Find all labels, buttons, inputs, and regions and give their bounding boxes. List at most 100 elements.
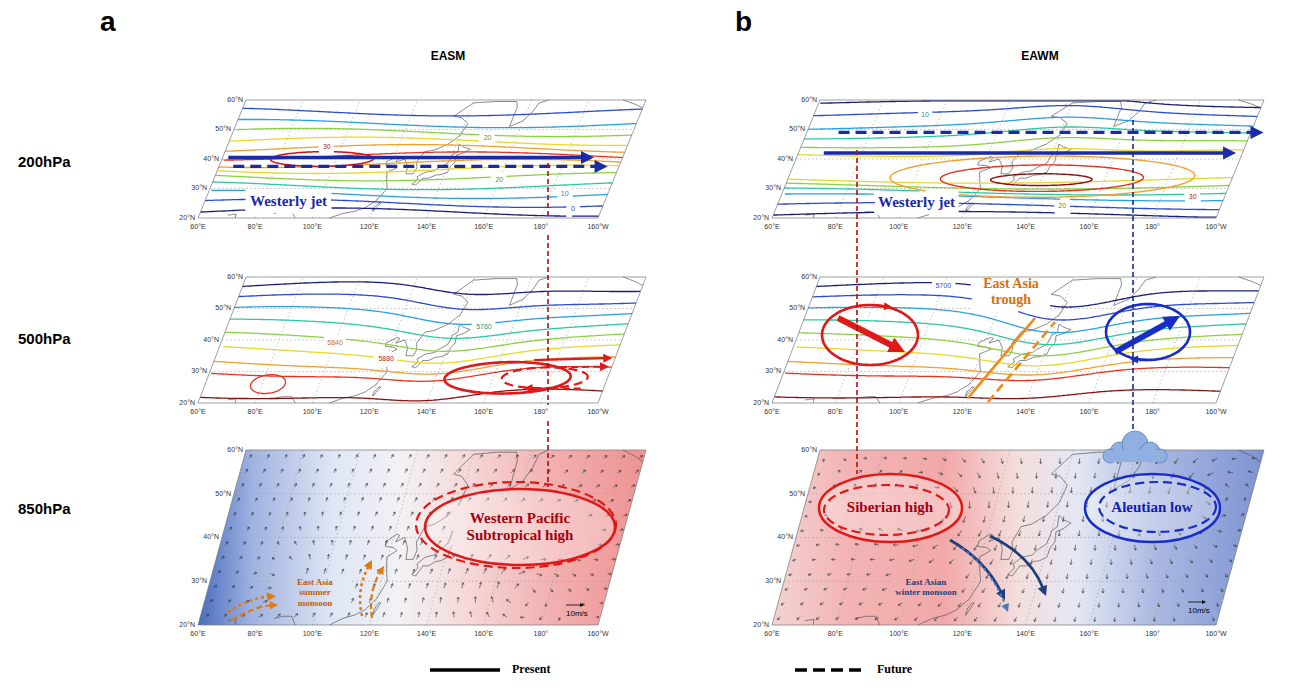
contour-line	[801, 138, 1248, 148]
lon-tick: 160°E	[474, 408, 493, 416]
arrow-head	[267, 592, 276, 601]
grid-line	[1153, 277, 1201, 403]
flow-arrow	[1137, 358, 1150, 361]
flow-arrow	[824, 151, 1224, 155]
lat-tick: 40°N	[777, 533, 793, 541]
lon-tick: 180°	[534, 408, 548, 416]
lon-tick: 140°E	[1016, 223, 1035, 231]
coastline	[856, 616, 880, 625]
flow-arrow	[534, 358, 604, 360]
jet-core	[940, 165, 1143, 192]
pressure-system: Siberian high	[815, 470, 966, 546]
lat-tick: 40°N	[777, 155, 793, 163]
lon-tick: 180°	[1145, 630, 1159, 638]
legend-sample	[430, 668, 500, 672]
contour-value: 5700	[935, 282, 951, 290]
legend-label: Present	[512, 663, 550, 677]
grid-line	[210, 581, 610, 582]
flow-arrow	[532, 388, 581, 390]
lat-tick: 20°N	[753, 214, 769, 222]
lat-tick: 50°N	[215, 304, 231, 312]
panel-letter: a	[100, 6, 116, 38]
lon-tick: 100°E	[303, 408, 322, 416]
arrow-head	[1250, 126, 1263, 139]
flow-arrow	[839, 131, 1252, 134]
coastline	[918, 277, 1156, 403]
contour-line	[773, 212, 1216, 218]
system-name: Aleutian low	[1111, 499, 1192, 516]
lon-tick: 160°E	[1080, 223, 1099, 231]
contour-line	[215, 173, 616, 181]
lat-tick: 60°N	[801, 96, 817, 104]
jet-core	[890, 156, 1195, 197]
grid-line	[234, 493, 634, 494]
flow-arrow	[233, 165, 595, 168]
flow-arrow	[872, 305, 885, 306]
arrow-head	[1001, 603, 1008, 612]
present-outline	[819, 474, 962, 542]
lon-tick: 100°E	[889, 630, 908, 638]
monsoon-arrow	[371, 572, 380, 618]
grid-line	[210, 371, 610, 372]
lat-tick: 40°N	[203, 533, 219, 541]
lat-tick: 20°N	[179, 399, 195, 407]
pressure-system: Western Pacific Subtropical high	[415, 479, 625, 575]
lon-tick: 180°	[534, 223, 548, 231]
level-label: 850hPa	[18, 500, 71, 517]
contour-line	[238, 120, 636, 128]
legend-label: Future	[877, 663, 912, 677]
lat-tick: 50°N	[789, 125, 805, 133]
level-label: 200hPa	[18, 153, 71, 170]
jet-label: Westerly jet	[878, 194, 955, 211]
grid-line	[835, 100, 883, 218]
lon-tick: 140°E	[1016, 408, 1035, 416]
arrow-head	[1130, 355, 1138, 363]
lon-tick: 80°E	[248, 408, 263, 416]
panel-border	[198, 450, 646, 625]
contour-line	[808, 307, 1250, 333]
scale-label: 10m/s	[1188, 606, 1210, 615]
contour-line	[788, 178, 1233, 184]
contour-line	[229, 137, 627, 145]
lat-tick: 20°N	[753, 621, 769, 629]
lon-tick: 160°W	[1205, 223, 1226, 231]
arrow-head	[600, 362, 609, 371]
panel-title: EASM	[431, 50, 466, 64]
contour-line	[243, 108, 643, 116]
panel-ground	[198, 277, 646, 403]
lon-tick: 80°E	[248, 630, 263, 638]
trough-axis-future	[988, 322, 1055, 402]
lon-tick: 140°E	[1016, 630, 1035, 638]
grid-line	[210, 188, 610, 189]
coastline	[805, 399, 814, 403]
grid-line	[784, 581, 1228, 582]
panel-title: EAWM	[1021, 50, 1058, 64]
lon-tick: 140°E	[417, 223, 436, 231]
flow-arrow	[1115, 323, 1167, 352]
contour-line	[814, 106, 1258, 117]
low-circulation	[1106, 304, 1190, 360]
coastline	[329, 277, 549, 403]
link-line	[547, 163, 549, 487]
arrow-head	[1223, 147, 1236, 160]
lon-tick: 140°E	[417, 630, 436, 638]
lat-tick: 60°N	[227, 96, 243, 104]
arrow-head	[581, 151, 594, 164]
contour-line	[217, 165, 619, 173]
contour-line	[788, 358, 1234, 375]
coastline	[274, 213, 295, 218]
lon-tick: 140°E	[417, 408, 436, 416]
arrow-head	[595, 160, 608, 173]
coastline	[1239, 450, 1261, 462]
lat-tick: 60°N	[227, 273, 243, 281]
lat-tick: 40°N	[203, 155, 219, 163]
panel-border	[772, 450, 1264, 625]
arrow-head	[524, 384, 533, 393]
level-label: 500hPa	[18, 330, 71, 347]
cloud-icon	[1103, 431, 1167, 463]
coastline	[623, 277, 643, 286]
lon-tick: 160°W	[1205, 630, 1226, 638]
lon-tick: 80°E	[828, 630, 843, 638]
contour-line	[798, 149, 1244, 157]
